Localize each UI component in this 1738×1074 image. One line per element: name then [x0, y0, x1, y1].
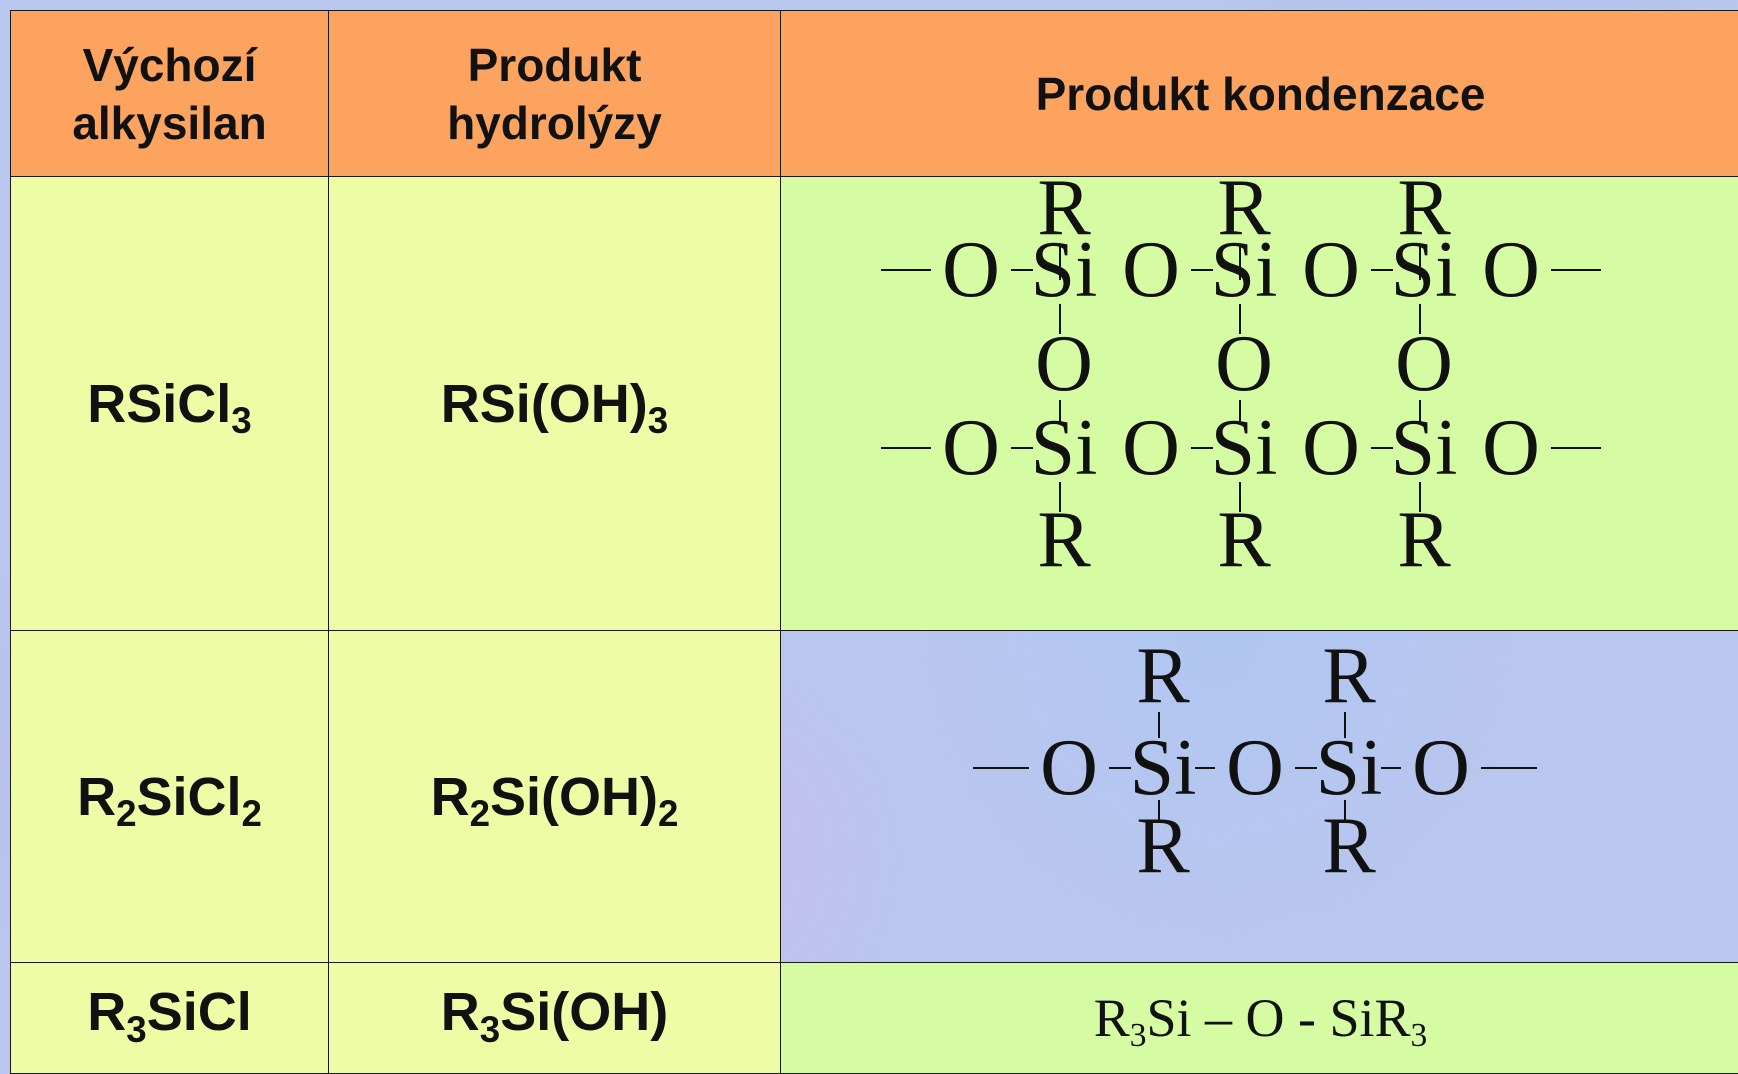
o-atom: O [1482, 404, 1540, 492]
o-atom: O [1215, 320, 1273, 408]
formula-subscript: 3 [480, 1009, 500, 1050]
silane-formula-cell: R2SiCl2 [11, 631, 329, 963]
r-group: R [1322, 632, 1376, 720]
header-cell-silane: Výchozí alkysilan [11, 11, 329, 177]
o-atom: O [1302, 226, 1360, 314]
o-atom: O [1482, 226, 1540, 314]
condensation-formula-cell: R3Si – O - SiR3 [781, 963, 1738, 1074]
header-cell-hydrolysis: Produkt hydrolýzy [329, 11, 781, 177]
formula-text: R [1094, 988, 1130, 1048]
silane-table: Výchozí alkysilan Produkt hydrolýzy Prod… [10, 10, 1738, 1074]
r-group: R [1397, 496, 1451, 584]
si-atom: Si [1130, 724, 1197, 812]
formula-subscript: 2 [470, 793, 490, 834]
o-atom: O [1302, 404, 1360, 492]
header-line: Produkt kondenzace [781, 65, 1738, 123]
o-atom: O [1412, 724, 1470, 812]
si-atom: Si [1031, 404, 1098, 492]
si-atom: Si [1391, 226, 1458, 314]
o-atom: O [1035, 320, 1093, 408]
header-row: Výchozí alkysilan Produkt hydrolýzy Prod… [11, 11, 1738, 177]
o-atom: O [942, 226, 1000, 314]
si-atom: Si [1211, 226, 1278, 314]
formula-text: SiCl [147, 982, 252, 1042]
formula-subscript: 3 [1130, 1017, 1147, 1054]
r-group: R [1136, 632, 1190, 720]
header-line: Produkt [329, 36, 780, 94]
header-line: alkysilan [11, 94, 328, 152]
formula-text: RSiCl [87, 374, 231, 434]
formula-text: R [87, 982, 126, 1042]
formula-subscript: 3 [126, 1009, 146, 1050]
table-row: R3SiCl R3Si(OH) R3Si – O - SiR3 [11, 963, 1738, 1074]
formula-subscript: 2 [242, 793, 262, 834]
si-atom: Si [1316, 724, 1383, 812]
hydrolysis-formula-cell: R2Si(OH)2 [329, 631, 781, 963]
formula-subscript: 3 [231, 400, 251, 441]
o-atom: O [942, 404, 1000, 492]
o-atom: O [1395, 320, 1453, 408]
formula-subscript: 2 [658, 793, 678, 834]
o-atom: O [1122, 404, 1180, 492]
o-atom: O [1226, 724, 1284, 812]
formula-subscript: 2 [116, 793, 136, 834]
header-cell-condensation: Produkt kondenzace [781, 11, 1738, 177]
si-atom: Si [1031, 226, 1098, 314]
silane-formula-cell: R3SiCl [11, 963, 329, 1074]
hydrolysis-formula-cell: RSi(OH)3 [329, 177, 781, 631]
formula-text: R [77, 767, 116, 827]
r-group: R [1322, 802, 1376, 890]
o-atom: O [1122, 226, 1180, 314]
formula-text: Si – O - SiR [1146, 988, 1410, 1048]
silane-formula-cell: RSiCl3 [11, 177, 329, 631]
si-atom: Si [1391, 404, 1458, 492]
formula-text: R [441, 982, 480, 1042]
formula-subscript: 3 [1411, 1017, 1428, 1054]
formula-text: Si(OH) [490, 767, 658, 827]
formula-subscript: 3 [648, 400, 668, 441]
header-line: Výchozí [11, 36, 328, 94]
disiloxane-formula: R3Si – O - SiR3 [1094, 988, 1428, 1048]
formula-text: R [431, 767, 470, 827]
header-line: hydrolýzy [329, 94, 780, 152]
formula-text: RSi(OH) [441, 374, 648, 434]
o-atom: O [1040, 724, 1098, 812]
r-group: R [1136, 802, 1190, 890]
r-group: R [1037, 496, 1091, 584]
formula-text: SiCl [136, 767, 241, 827]
r-group: R [1217, 496, 1271, 584]
formula-text: Si(OH) [500, 982, 668, 1042]
hydrolysis-formula-cell: R3Si(OH) [329, 963, 781, 1074]
si-atom: Si [1211, 404, 1278, 492]
